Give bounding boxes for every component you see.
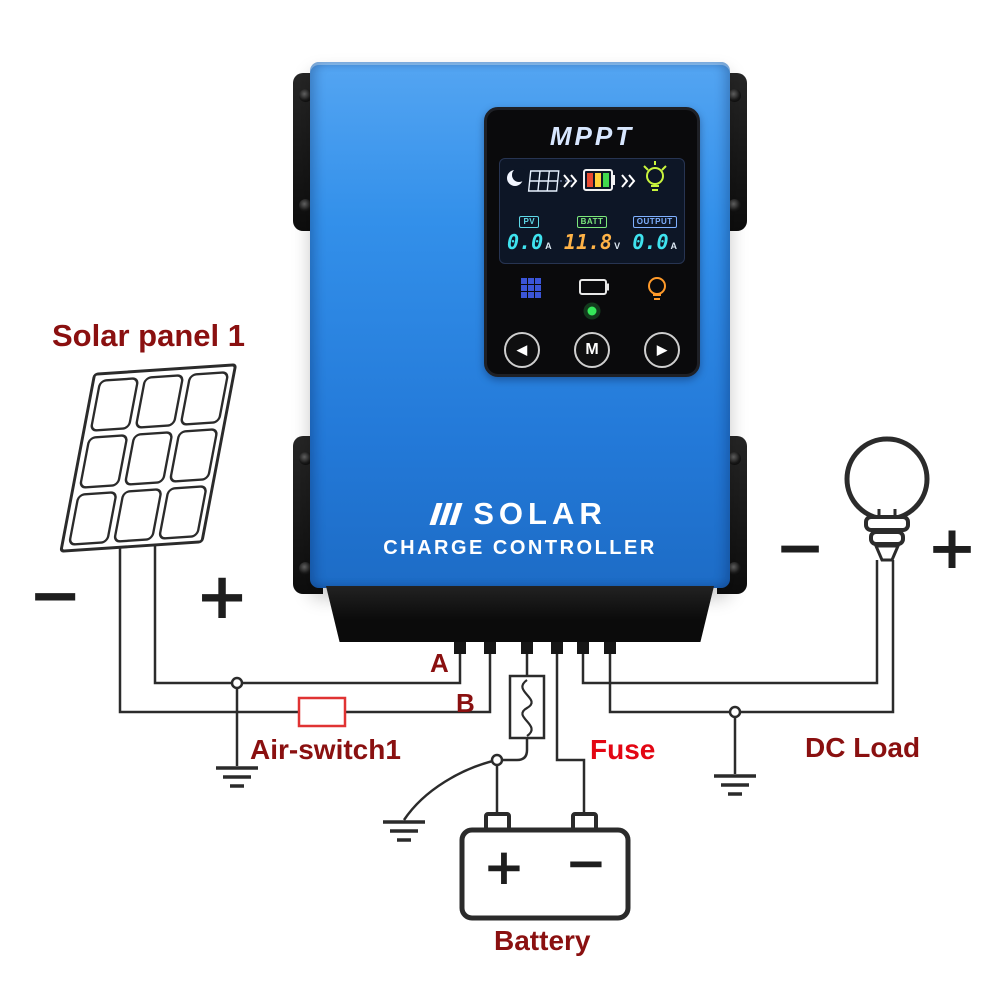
battery-plus-symbol: + xyxy=(483,838,525,896)
screw-hole-icon xyxy=(728,562,741,575)
air-switch-symbol xyxy=(297,696,347,728)
terminal-stub xyxy=(521,640,533,654)
ground-symbol-pv xyxy=(216,766,258,788)
panel-plus-symbol: + xyxy=(195,560,249,634)
battery-label: Battery xyxy=(494,925,591,956)
load-indicator-icon xyxy=(648,277,666,300)
batt-unit: V xyxy=(614,241,621,251)
lcd-icon-row xyxy=(507,161,667,192)
mppt-label: MPPT xyxy=(549,121,635,151)
wires xyxy=(118,545,895,821)
bulb-icon xyxy=(643,161,667,191)
flow-arrows-icon xyxy=(621,174,636,188)
load-wire-1 xyxy=(581,560,879,685)
flow-arrows-icon xyxy=(563,174,578,188)
panel-minus-symbol: − xyxy=(28,559,82,633)
ground-symbol-load xyxy=(714,774,756,796)
screw-hole-icon xyxy=(728,199,741,212)
grid-indicator-icon xyxy=(521,278,541,298)
terminal-stub xyxy=(484,640,496,654)
screw-hole-icon xyxy=(299,89,312,102)
terminal-stub xyxy=(604,640,616,654)
brand-solar: SOLAR xyxy=(473,496,607,531)
screw-hole-icon xyxy=(728,452,741,465)
batt-value: 11.8 xyxy=(563,230,613,254)
terminal-stub xyxy=(454,640,466,654)
solar-panel-label: Solar panel 1 xyxy=(52,318,245,353)
ground-symbol-battery xyxy=(383,820,425,842)
pv-unit: A xyxy=(545,241,552,251)
load-wire-2 xyxy=(608,560,895,714)
terminal-a-label: A xyxy=(430,648,449,678)
terminal-stub xyxy=(551,640,563,654)
battery-positive-wire-bottom xyxy=(495,738,529,814)
fuse-symbol xyxy=(508,674,546,740)
output-value: 0.0 xyxy=(632,230,669,254)
solar-cells xyxy=(68,371,229,546)
ground-symbols xyxy=(216,766,756,842)
junction-node-pv xyxy=(230,676,244,690)
pv-label: PV xyxy=(519,216,540,228)
menu-button[interactable]: M xyxy=(574,332,610,368)
terminal-b-label: B xyxy=(456,688,475,718)
pv-wire-a xyxy=(153,545,462,685)
pv-panel-icon xyxy=(527,170,560,192)
battery-indicator-icon xyxy=(579,279,609,295)
ground-curve-battery xyxy=(402,758,498,821)
solar-panel-drawing xyxy=(59,363,237,553)
junction-node-battery xyxy=(490,753,504,767)
dc-load-label: DC Load xyxy=(805,732,921,763)
batt-label: BATT xyxy=(576,216,608,228)
load-minus-symbol: − xyxy=(775,513,825,583)
terminal-stub xyxy=(577,640,589,654)
battery-drawing: + − xyxy=(459,812,631,921)
fuse-label: Fuse xyxy=(590,734,656,765)
air-switch-label: Air-switch1 xyxy=(250,734,401,765)
status-indicators xyxy=(499,270,685,326)
screw-hole-icon xyxy=(299,452,312,465)
battery-gauge-icon xyxy=(583,169,615,191)
output-unit: A xyxy=(670,241,678,251)
brand-bars-icon xyxy=(429,503,463,525)
brand-charge-controller: CHARGE CONTROLLER xyxy=(383,537,657,559)
load-plus-symbol: + xyxy=(927,513,977,583)
right-arrow-button[interactable]: ▶ xyxy=(644,332,680,368)
battery-negative-wire xyxy=(555,652,586,814)
dc-load-bulb xyxy=(844,436,930,562)
terminal-stubs xyxy=(454,640,616,654)
screw-hole-icon xyxy=(299,199,312,212)
left-arrow-button[interactable]: ◀ xyxy=(504,332,540,368)
charge-led xyxy=(587,306,597,316)
battery-minus-symbol: − xyxy=(565,834,607,892)
pv-value: 0.0 xyxy=(507,230,544,254)
output-label: OUTPUT xyxy=(632,216,677,228)
screw-hole-icon xyxy=(728,89,741,102)
display-panel: MPPT xyxy=(484,107,700,377)
junction-node-load xyxy=(728,705,742,719)
screw-hole-icon xyxy=(299,562,312,575)
button-row: ◀ M ▶ xyxy=(499,332,685,368)
brand-block: SOLAR CHARGE CONTROLLER xyxy=(310,496,730,560)
terminal-cover xyxy=(326,586,714,642)
